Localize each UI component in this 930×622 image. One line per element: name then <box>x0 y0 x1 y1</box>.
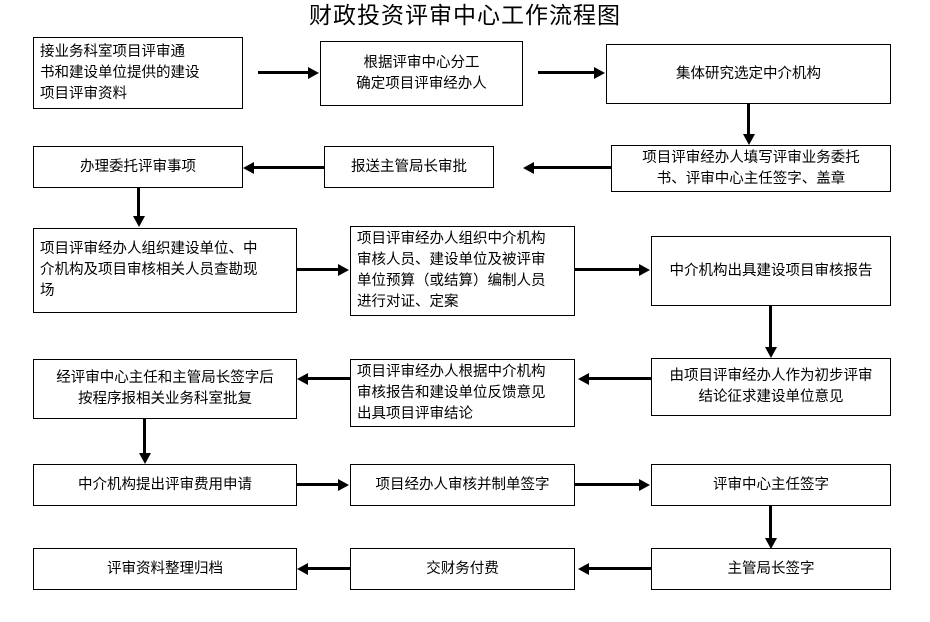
edge-n7-n8 <box>297 263 350 277</box>
flow-node-label: 办理委托评审事项 <box>80 158 196 175</box>
flow-node-n17: 交财务付费 <box>350 548 575 590</box>
edge-n3-n4 <box>742 104 756 145</box>
arrow-shaft <box>538 71 596 74</box>
arrow-shaft <box>297 483 340 486</box>
edge-n1-n2 <box>258 66 320 80</box>
arrow-shaft <box>747 104 750 136</box>
edge-n16-n17 <box>578 562 651 576</box>
edge-n9-n10 <box>764 306 778 358</box>
edge-n2-n3 <box>538 66 606 80</box>
arrow-head-left-icon <box>523 161 534 174</box>
flow-node-n14: 项目经办人审核并制单签字 <box>350 464 575 506</box>
flow-node-label: 评审中心主任签字 <box>713 476 829 493</box>
flow-node-n7: 项目评审经办人组织建设单位、中 介机构及项目审核相关人员查勘现 场 <box>33 228 297 313</box>
arrow-head-down-icon <box>138 453 151 464</box>
edge-n8-n9 <box>575 263 651 277</box>
edge-n14-n15 <box>575 478 651 492</box>
flow-node-label: 评审资料整理归档 <box>107 560 223 577</box>
arrow-head-down-icon <box>132 216 145 227</box>
flow-node-label: 中介机构出具建设项目审核报告 <box>669 262 873 279</box>
flow-node-label: 报送主管局长审批 <box>351 158 467 175</box>
arrow-head-right-icon <box>338 263 349 276</box>
arrow-shaft <box>769 506 772 540</box>
edge-n10-n11 <box>578 372 651 386</box>
flow-node-n1: 接业务科室项目评审通 书和建设单位提供的建设 项目评审资料 <box>33 37 243 109</box>
flow-node-label: 项目评审经办人根据中介机构 审核报告和建设单位反馈意见 出具项目评审结论 <box>357 363 546 422</box>
flow-node-n18: 评审资料整理归档 <box>33 548 297 590</box>
flow-node-label: 由项目评审经办人作为初步评审 结论征求建设单位意见 <box>669 368 873 405</box>
flow-node-label: 接业务科室项目评审通 书和建设单位提供的建设 项目评审资料 <box>40 43 200 102</box>
arrow-shaft <box>307 377 350 380</box>
flow-node-label: 主管局长签字 <box>727 560 815 577</box>
arrow-head-right-icon <box>338 478 349 491</box>
arrow-head-down-icon <box>764 538 777 549</box>
flow-node-n5: 报送主管局长审批 <box>324 146 494 188</box>
arrow-head-right-icon <box>639 263 650 276</box>
flow-node-n13: 中介机构提出评审费用申请 <box>33 464 297 506</box>
edge-n15-n16 <box>764 506 778 550</box>
arrow-head-left-icon <box>578 562 589 575</box>
arrow-head-left-icon <box>297 372 308 385</box>
arrow-head-left-icon <box>578 372 589 385</box>
arrow-shaft <box>307 567 350 570</box>
arrow-shaft <box>588 567 651 570</box>
arrow-shaft <box>575 483 641 486</box>
arrow-shaft <box>137 188 140 218</box>
flow-node-n12: 经评审中心主任和主管局长签字后 按程序报相关业务科室批复 <box>33 359 297 419</box>
flow-node-label: 交财务付费 <box>426 560 499 577</box>
arrow-shaft <box>769 306 772 349</box>
arrow-head-right-icon <box>308 66 319 79</box>
arrow-head-right-icon <box>594 66 605 79</box>
flow-node-n8: 项目评审经办人组织中介机构 审核人员、建设单位及被评审 单位预算（或结算）编制人… <box>350 226 575 316</box>
arrow-shaft <box>253 166 324 169</box>
flow-node-n9: 中介机构出具建设项目审核报告 <box>651 236 891 306</box>
edge-n4-n5 <box>523 161 611 175</box>
arrow-shaft <box>588 377 651 380</box>
arrow-shaft <box>258 71 310 74</box>
arrow-head-down-icon <box>764 347 777 358</box>
edge-n17-n18 <box>297 562 350 576</box>
flow-node-n10: 由项目评审经办人作为初步评审 结论征求建设单位意见 <box>651 358 891 416</box>
flow-node-n3: 集体研究选定中介机构 <box>606 44 891 104</box>
arrow-head-right-icon <box>639 478 650 491</box>
page-title: 财政投资评审中心工作流程图 <box>309 3 621 29</box>
flow-node-label: 中介机构提出评审费用申请 <box>78 476 252 493</box>
flow-node-n15: 评审中心主任签字 <box>651 464 891 506</box>
flow-node-n2: 根据评审中心分工 确定项目评审经办人 <box>320 41 523 106</box>
flow-node-label: 项目经办人审核并制单签字 <box>375 476 550 493</box>
arrow-shaft <box>143 419 146 455</box>
flow-node-n16: 主管局长签字 <box>651 548 891 590</box>
arrow-head-left-icon <box>243 161 254 174</box>
flow-node-label: 项目评审经办人组织中介机构 审核人员、建设单位及被评审 单位预算（或结算）编制人… <box>357 231 546 310</box>
edge-n11-n12 <box>297 372 350 386</box>
arrow-shaft <box>533 166 611 169</box>
edge-n13-n14 <box>297 478 350 492</box>
arrow-head-down-icon <box>742 134 755 145</box>
arrow-head-left-icon <box>297 562 308 575</box>
flow-node-label: 项目评审经办人组织建设单位、中 介机构及项目审核相关人员查勘现 场 <box>40 241 258 299</box>
edge-n6-n7 <box>132 188 146 228</box>
flow-node-label: 根据评审中心分工 确定项目评审经办人 <box>356 54 487 92</box>
flow-node-label: 集体研究选定中介机构 <box>676 65 821 82</box>
edge-n12-n13 <box>138 419 152 465</box>
arrow-shaft <box>575 268 641 271</box>
flow-node-n6: 办理委托评审事项 <box>33 146 243 188</box>
edge-n5-n6 <box>243 161 324 175</box>
arrow-shaft <box>297 268 340 271</box>
flow-node-label: 经评审中心主任和主管局长签字后 按程序报相关业务科室批复 <box>56 370 274 407</box>
flow-node-label: 项目评审经办人填写评审业务委托 书、评审中心主任签字、盖章 <box>642 149 860 187</box>
flow-node-n4: 项目评审经办人填写评审业务委托 书、评审中心主任签字、盖章 <box>611 145 891 192</box>
flow-node-n11: 项目评审经办人根据中介机构 审核报告和建设单位反馈意见 出具项目评审结论 <box>350 359 575 427</box>
